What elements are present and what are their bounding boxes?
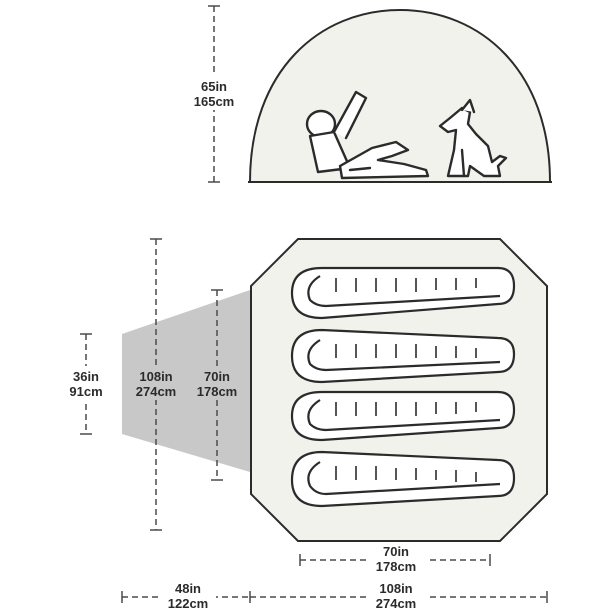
sleeping-bag-icon [290,266,516,320]
floor-width-short-dimension: 70in 178cm [192,289,244,481]
vestibule-width-metric: 122cm [168,596,208,611]
floor-width-dimension: 108in 274cm [250,580,548,613]
sleeping-bag-length-imperial: 70in [383,544,409,559]
tent-floor-plan: 36in 91cm 108in 274cm 70in 178cm [60,238,548,613]
floor-width-metric: 274cm [376,596,416,611]
tent-dome-side-icon [248,8,552,183]
vestibule-width-imperial: 48in [175,581,201,596]
peak-height-metric: 165cm [194,94,234,109]
peak-height-imperial: 65in [201,79,227,94]
sleeping-bag-icon [290,450,516,508]
sleeping-bag-icon [290,328,516,384]
vestibule-depth-dimension: 36in 91cm [60,333,112,435]
vestibule-width-dimension: 48in 122cm [121,580,251,613]
peak-height-dimension: 65in 165cm [188,5,240,183]
floor-width-imperial: 108in [379,581,412,596]
person-reclining-icon [305,90,430,180]
dog-sitting-icon [438,98,508,178]
floor-width-short-imperial: 70in [204,369,230,384]
floor-length-metric: 274cm [136,384,176,399]
vestibule-depth-imperial: 36in [73,369,99,384]
vestibule-depth-metric: 91cm [69,384,102,399]
sleeping-bag-length-metric: 178cm [376,559,416,574]
sleeping-bags [290,266,516,508]
floor-length-imperial: 108in [139,369,172,384]
sleeping-bag-icon [290,390,516,442]
floor-length-dimension: 108in 274cm [128,238,184,531]
sleeping-bag-length-dimension: 70in 178cm [299,543,491,575]
floor-width-short-metric: 178cm [197,384,237,399]
tent-side-view: 65in 165cm [188,5,552,183]
vestibule-area [122,290,250,472]
